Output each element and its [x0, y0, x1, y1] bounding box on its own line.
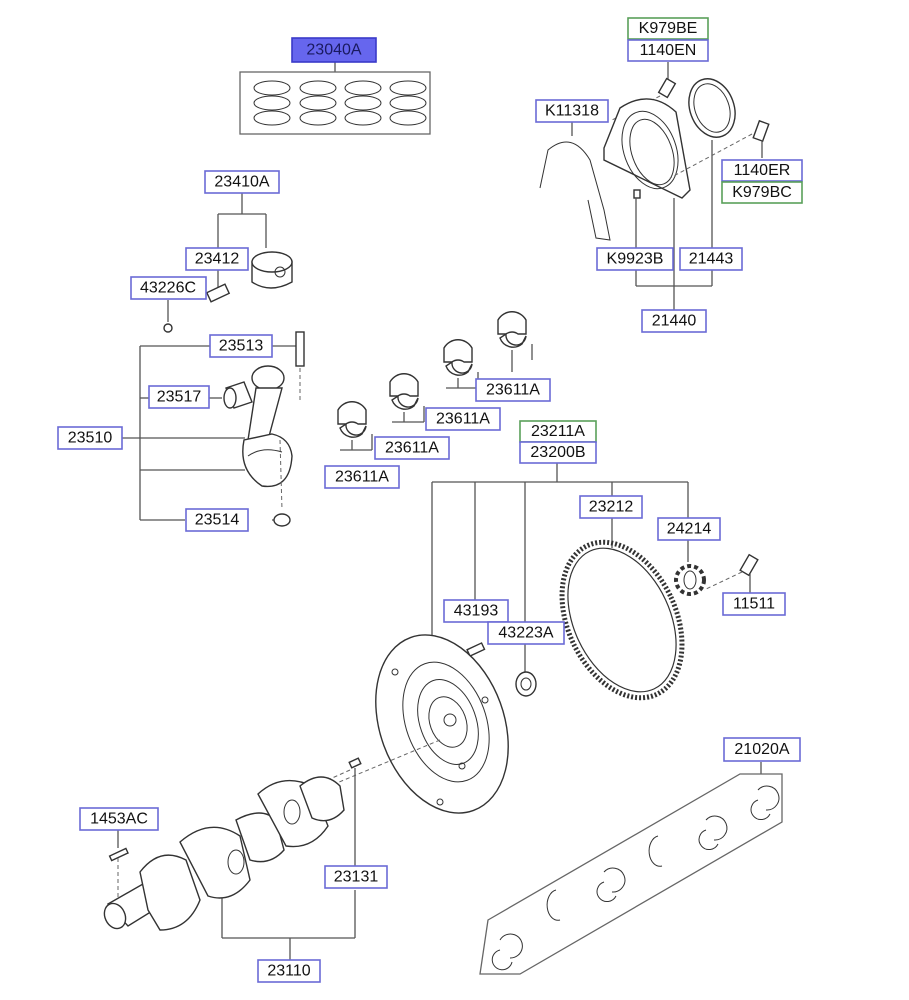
label-flywheel-alt[interactable]: 23211A: [519, 420, 597, 443]
label-main-bearing-set[interactable]: 21020A: [723, 737, 801, 762]
oil-seal-case-illustration: [539, 62, 770, 310]
label-text: 1140EN: [640, 42, 697, 59]
label-text: 23514: [195, 512, 240, 529]
label-conrod-assy[interactable]: 23510: [57, 426, 123, 450]
label-text: 23611A: [335, 469, 389, 486]
label-text: 43223A: [498, 625, 553, 642]
main-bearing-set-illustration: [479, 762, 783, 975]
label-text: K979BC: [732, 184, 792, 201]
flywheel-illustration: [319, 462, 759, 814]
connecting-rod-illustration: [122, 331, 305, 527]
label-text: 23200B: [530, 444, 585, 461]
label-bearing-2[interactable]: 23611A: [374, 436, 450, 460]
label-text: 23517: [157, 389, 202, 406]
label-text: 23513: [219, 338, 264, 355]
label-oil-seal-bolt[interactable]: 1140ER: [721, 159, 803, 182]
label-text: K11318: [545, 103, 599, 120]
label-seal-case-bolt[interactable]: 1140EN: [627, 39, 709, 62]
label-piston[interactable]: 23412: [185, 247, 249, 271]
label-oil-seal-bolt-alt[interactable]: K979BC: [721, 181, 803, 204]
label-text: 23212: [589, 499, 634, 516]
label-seal-case-bolt-alt[interactable]: K979BE: [627, 17, 709, 40]
label-text: 21020A: [734, 741, 789, 758]
label-piston-ring-set[interactable]: 23040A: [291, 37, 377, 63]
label-text: 23611A: [486, 382, 540, 399]
label-piston-assy[interactable]: 23410A: [204, 170, 280, 194]
label-text: 23611A: [436, 411, 490, 428]
label-pilot-bearing[interactable]: 43223A: [487, 621, 565, 645]
label-flywheel-assy[interactable]: 23200B: [519, 441, 597, 464]
crankshaft-illustration: [103, 757, 362, 960]
label-bearing-1[interactable]: 23611A: [324, 465, 400, 489]
label-text: 24214: [667, 521, 712, 538]
label-text: 23410A: [214, 174, 269, 191]
label-text: 43226C: [140, 280, 196, 297]
label-text: 23510: [68, 430, 113, 447]
piston-illustration: [163, 192, 293, 333]
label-text: 43193: [454, 603, 499, 620]
label-oil-seal-case[interactable]: 21440: [641, 309, 707, 333]
label-reinforcement-plate[interactable]: 24214: [657, 517, 721, 541]
label-text: 11511: [733, 596, 775, 613]
label-conrod-bushing[interactable]: 23517: [148, 385, 210, 409]
label-text: 23412: [195, 251, 240, 268]
label-gasket[interactable]: K11318: [535, 99, 609, 123]
label-text: 23611A: [385, 440, 439, 457]
label-bearing-3[interactable]: 23611A: [425, 407, 501, 431]
label-conrod-nut[interactable]: 23514: [185, 508, 249, 532]
label-snap-ring[interactable]: 43226C: [130, 276, 207, 300]
label-crank-pin[interactable]: 23131: [324, 865, 388, 889]
label-crank-key[interactable]: 1453AC: [79, 807, 159, 831]
label-flywheel-bolt[interactable]: 11511: [722, 592, 786, 616]
label-text: 1453AC: [90, 811, 148, 828]
label-text: 21443: [689, 251, 734, 268]
conrod-bearings-illustration: [337, 311, 533, 451]
label-text: 23040A: [306, 42, 361, 59]
label-text: 23211A: [531, 423, 585, 440]
label-text: 21440: [652, 313, 697, 330]
label-text: K979BE: [639, 20, 698, 37]
label-text: 23110: [267, 963, 310, 980]
label-flywheel-pin[interactable]: 43193: [443, 599, 509, 623]
label-oil-seal[interactable]: 21443: [679, 247, 743, 271]
label-ring-gear[interactable]: 23212: [579, 495, 643, 519]
label-bearing-4[interactable]: 23611A: [475, 378, 551, 402]
label-dowel-pin[interactable]: K9923B: [596, 247, 674, 271]
label-crankshaft[interactable]: 23110: [257, 959, 321, 983]
label-text: K9923B: [607, 251, 664, 268]
piston-ring-set-illustration: [239, 62, 431, 135]
label-conrod-bolt[interactable]: 23513: [209, 334, 273, 358]
label-text: 1140ER: [734, 162, 791, 179]
label-text: 23131: [334, 869, 379, 886]
